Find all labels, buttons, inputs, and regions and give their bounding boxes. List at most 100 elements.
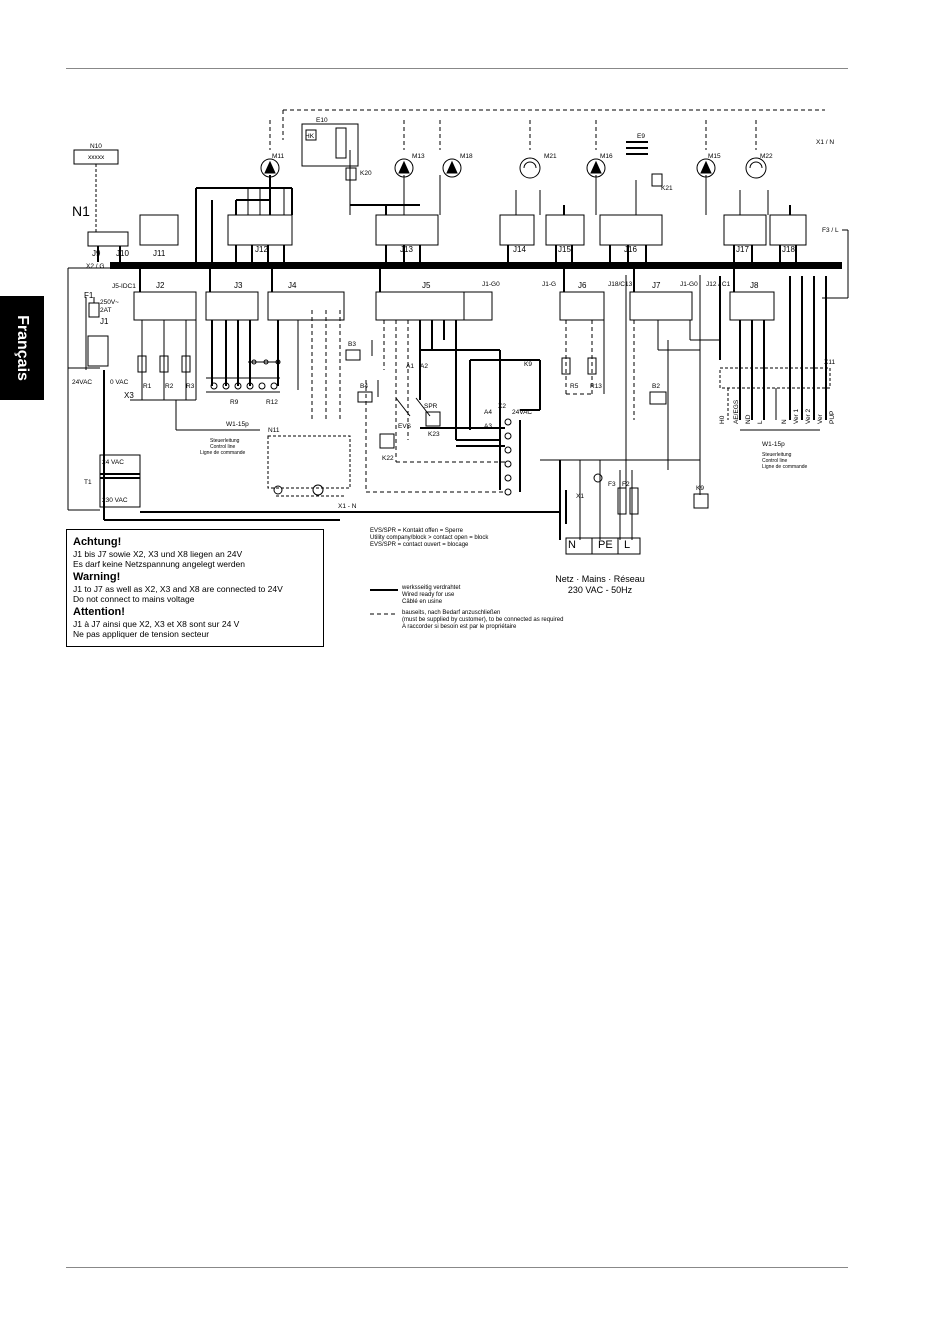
f3l-label: F3 / L (822, 227, 839, 234)
hk-label: HK (305, 133, 315, 140)
motor-m15: M15 (708, 153, 721, 160)
f1-label: F1 (84, 291, 94, 300)
connector-j14: J14 (513, 245, 526, 254)
resistor-r13: R13 (590, 383, 602, 390)
legend-dashed: bauseits, nach Bedarf anzuschließen (mus… (402, 610, 563, 631)
k21-label: K21 (661, 185, 673, 192)
mains-terminal-pe: PE (598, 539, 613, 551)
x11-pin-h0: H0 (719, 415, 726, 424)
a3-label: A3 (484, 423, 492, 430)
legend-dashed-en: (must be supplied by customer), to be co… (402, 617, 564, 623)
0vac-left: 0 VAC (110, 379, 129, 386)
x2g-label: X2 / G (86, 263, 104, 270)
control-line-fr: Ligne de commande (762, 464, 808, 470)
e9-label: E9 (637, 133, 645, 140)
warning-text-en-2: Do not connect to mains voltage (73, 594, 195, 604)
b2-label: B2 (652, 383, 660, 390)
connector-j11: J11 (153, 249, 166, 258)
resistor-r2: R2 (165, 383, 174, 390)
legend-dashed-de: bauseits, nach Bedarf anzuschließen (402, 610, 501, 616)
bus-label-j1g0-a: J1-G0 (482, 281, 500, 288)
evs-note-en: Utility company/block > contact open = b… (370, 535, 489, 541)
mains-terminal-l: L (624, 539, 630, 551)
warning-text-fr-1: J1 à J7 ainsi que X2, X3 et X8 sont sur … (73, 619, 240, 629)
k23-label: K23 (428, 431, 440, 438)
motor-m22: M22 (760, 153, 773, 160)
connector-j15: J15 (558, 245, 571, 254)
connector-j4: J4 (288, 281, 297, 290)
control-line-left-en: Control line (210, 444, 236, 450)
24vac-x2: 24VAC (512, 409, 532, 416)
warning-text-de-1: J1 bis J7 sowie X2, X3 und X8 liegen an … (73, 549, 243, 559)
t1-label: T1 (84, 479, 92, 486)
x2-label: X2 (498, 403, 506, 410)
resistor-r1: R1 (143, 383, 152, 390)
k22-label: K22 (382, 455, 394, 462)
language-tab[interactable]: Français (0, 296, 44, 400)
connector-j12: J12 (255, 245, 268, 254)
motor-m21: M21 (544, 153, 557, 160)
bus-label-j1g0-b: J1-G0 (680, 281, 698, 288)
board-label: N1 (72, 203, 90, 219)
e10-label: E10 (316, 117, 328, 124)
warning-text-fr-2: Ne pas appliquer de tension secteur (73, 629, 210, 639)
warning-text-de-2: Es darf keine Netzspannung angelegt werd… (73, 559, 246, 569)
bus-label-j18c13: J18/C13 (608, 281, 633, 288)
connector-j5: J5 (422, 281, 431, 290)
w1-left-label: W1-15p (226, 421, 249, 428)
24vac-left: 24VAC (72, 379, 92, 386)
connector-j7: J7 (652, 281, 661, 290)
x11-caption: W1-15p (762, 441, 785, 448)
motor-m11: M11 (272, 153, 285, 160)
connector-j2: J2 (156, 281, 165, 290)
top-rule (66, 68, 848, 69)
n10-box-label: xxxxx (88, 154, 105, 161)
mains-line-1: Netz · Mains · Réseau (555, 574, 645, 584)
connector-j18: J18 (782, 245, 795, 254)
legend-solid: werksseitig verdrahtet Wired ready for u… (402, 585, 460, 606)
connector-j13: J13 (400, 245, 413, 254)
x11-pin-ver2: Ver 2 (805, 408, 812, 424)
bottom-rule (66, 1267, 848, 1268)
connector-j10: J10 (116, 249, 129, 258)
connector-j6: J6 (578, 281, 587, 290)
warning-title-fr: Attention! (73, 606, 125, 618)
x11-label: X11 (824, 359, 835, 366)
warning-title-de: Achtung! (73, 536, 122, 548)
n10-label: N10 (90, 143, 102, 150)
connector-j8: J8 (750, 281, 759, 290)
k9-left-label: K9 (524, 361, 532, 368)
x11-pin-pup: PUP (829, 411, 836, 424)
resistor-r3: R3 (186, 383, 195, 390)
evs-note: EVS/SPR = Kontakt offen = Sperre Utility… (370, 528, 488, 549)
motor-m16: M16 (600, 153, 613, 160)
warning-title-en: Warning! (73, 571, 121, 583)
230vac-tr: 230 VAC (102, 497, 128, 504)
n11-label: N11 (268, 427, 280, 434)
spr-label: SPR (424, 403, 438, 410)
fuse-type: 2AT (100, 307, 111, 314)
mains-line-2: 230 VAC - 50Hz (567, 585, 633, 595)
bus-label-j12c1: J12 / C1 (706, 281, 731, 288)
x11-pin-ver1: Ver 1 (793, 408, 800, 424)
x11-pin-l: L (757, 420, 764, 424)
resistor-r12: R12 (266, 399, 278, 406)
motor-m13: M13 (412, 153, 425, 160)
connector-j3: J3 (234, 281, 243, 290)
legend-solid-fr: Câblé en usine (402, 599, 443, 605)
x11-pin-nd: ND (745, 414, 752, 424)
resistor-r9: R9 (230, 399, 239, 406)
legend-solid-en: Wired ready for use (402, 592, 455, 598)
b3-label: B3 (348, 341, 356, 348)
connector-j9: J9 (92, 249, 101, 258)
warning-text-en-1: J1 to J7 as well as X2, X3 and X8 are co… (73, 584, 283, 594)
resistor-r5: R5 (570, 383, 579, 390)
x3-label: X3 (124, 391, 134, 400)
control-line-en: Control line (762, 458, 788, 464)
x11-pin-n: N (781, 419, 788, 424)
legend-dashed-fr: A raccorder si besoin est par le proprié… (402, 624, 517, 630)
motor-m18: M18 (460, 153, 473, 160)
x1-label: X1 (576, 493, 584, 500)
control-line-left-de: Steuerleitung (210, 438, 240, 444)
a2-label: A2 (420, 363, 428, 370)
